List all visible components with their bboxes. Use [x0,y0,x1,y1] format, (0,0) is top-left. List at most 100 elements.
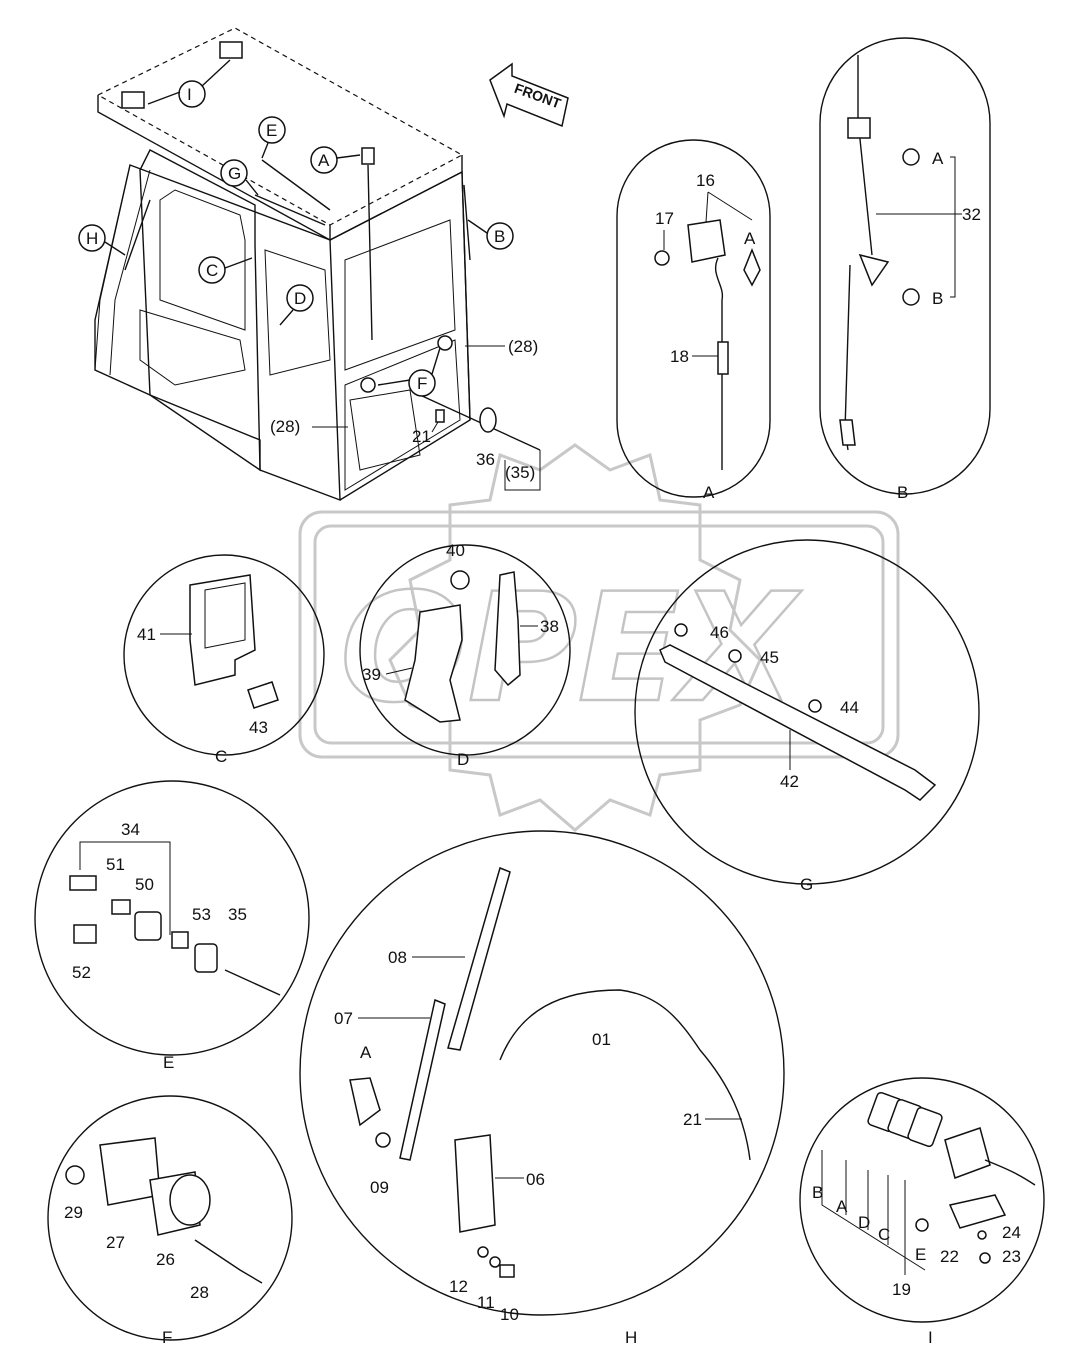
detail-I-part-C: C [878,1225,890,1244]
watermark-gear [388,443,762,832]
front-window [159,189,246,331]
marker-E: E [258,116,286,159]
detail-H-part-A: A [360,1043,372,1062]
detail-H-arm-07 [399,998,446,1161]
detail-E-gasket-53 [194,943,218,973]
detail-C-cover-41 [189,574,256,686]
svg-text:F: F [417,374,427,393]
svg-text:D: D [294,289,306,308]
detail-B-pivot [858,253,890,287]
detail-E: E 34 51 50 53 35 52 [34,780,310,1072]
detail-I-screw-23 [979,1252,991,1264]
cab-roof-edge [97,95,331,242]
cab-roof-side [329,155,463,241]
marker-F: F [377,347,441,397]
detail-E-nipple-51 [111,899,131,915]
detail-F-part-29: 29 [64,1203,83,1222]
detail-A: A 16 17 18 A [616,139,771,502]
detail-I-part-22: 22 [940,1247,959,1266]
marker-H: H [78,224,126,256]
detail-G-title: G [800,875,813,894]
cab-callout-36: 36 [476,450,495,469]
detail-H-circle [299,830,785,1316]
detail-H-part-07: 07 [334,1009,353,1028]
detail-I-lamp-body [944,1127,991,1179]
detail-B-cap-A [902,148,920,166]
detail-I-part-B: B [812,1183,823,1202]
cab-callout-28-left: (28) [270,417,300,436]
cab-connector-21 [435,409,445,423]
cab-wire-g [254,194,326,226]
svg-text:I: I [187,85,192,104]
svg-text:E: E [266,121,277,140]
detail-I-part-D: D [858,1213,870,1232]
detail-F-title: F [162,1328,172,1347]
door-frame [139,149,261,472]
detail-B: B A B 32 [819,37,991,502]
detail-G: G 46 45 44 42 [634,539,980,894]
detail-I-part-19: 19 [892,1280,911,1299]
right-window [344,219,456,371]
front-pillar-left [94,164,131,371]
detail-D-part-39: 39 [362,665,381,684]
detail-D: D 40 38 39 [359,541,571,769]
detail-F-bolt-29 [65,1165,85,1185]
detail-E-nut [171,931,189,949]
detail-A-part-17: 17 [655,209,674,228]
cab-callout-35: (35) [505,463,535,482]
detail-H-harness-01 [499,989,751,1161]
detail-G-screw-44 [808,699,822,713]
detail-B-blade-mount [847,117,871,139]
svg-text:H: H [86,229,98,248]
detail-I-part-24: 24 [1002,1223,1021,1242]
detail-G-rail-42 [659,644,937,801]
cab-callout-21: 21 [412,427,431,446]
detail-H-part-10: 10 [500,1305,519,1324]
cab-bolt-2 [437,335,453,351]
detail-A-cable [714,257,724,470]
detail-D-part-38: 38 [540,617,559,636]
detail-H-blade-08 [447,866,511,1051]
roof-clip-rear [219,41,243,59]
detail-A-switch-16 [687,219,726,263]
detail-E-part-34: 34 [121,820,140,839]
detail-H-nut-09 [375,1132,391,1148]
cab-rod-a [367,164,373,341]
detail-E-circle [34,780,310,1056]
detail-B-tip [839,419,856,446]
detail-G-part-44: 44 [840,698,859,717]
detail-D-handle-38 [494,571,521,687]
front-arrow-shape [489,62,569,128]
detail-F: F 29 27 26 28 [47,1095,293,1347]
cab-rear-post [461,171,471,421]
marker-C: C [198,256,253,284]
detail-B-capsule [819,37,991,495]
detail-G-part-45: 45 [760,648,779,667]
detail-E-part-35: 35 [228,905,247,924]
detail-B-part-B: B [932,289,943,308]
detail-A-part-A: A [744,229,756,248]
watermark-frame-outer [298,510,900,759]
detail-F-cone [169,1174,211,1226]
detail-F-part-26: 26 [156,1250,175,1269]
detail-H-clip-A [349,1077,381,1127]
detail-H-part-09: 09 [370,1178,389,1197]
detail-B-arm [857,55,873,256]
detail-A-bolt-17 [654,250,670,266]
detail-E-title: E [163,1053,174,1072]
detail-C-title: C [215,747,227,766]
detail-E-bolt-34 [69,875,97,891]
detail-H: H 08 07 A 01 21 09 06 12 11 10 [299,830,785,1347]
detail-H-part-11: 11 [477,1293,495,1312]
detail-A-part-16: 16 [696,171,715,190]
detail-E-part-50: 50 [135,875,154,894]
svg-text:A: A [318,151,330,170]
cab-callout-28-right: (28) [508,337,538,356]
detail-B-cap-B [902,288,920,306]
side-window [264,249,331,376]
detail-C-part-41: 41 [137,625,156,644]
speaker-panel [349,389,421,471]
detail-B-part-A: A [932,149,944,168]
detail-D-bolt-40 [450,570,470,590]
